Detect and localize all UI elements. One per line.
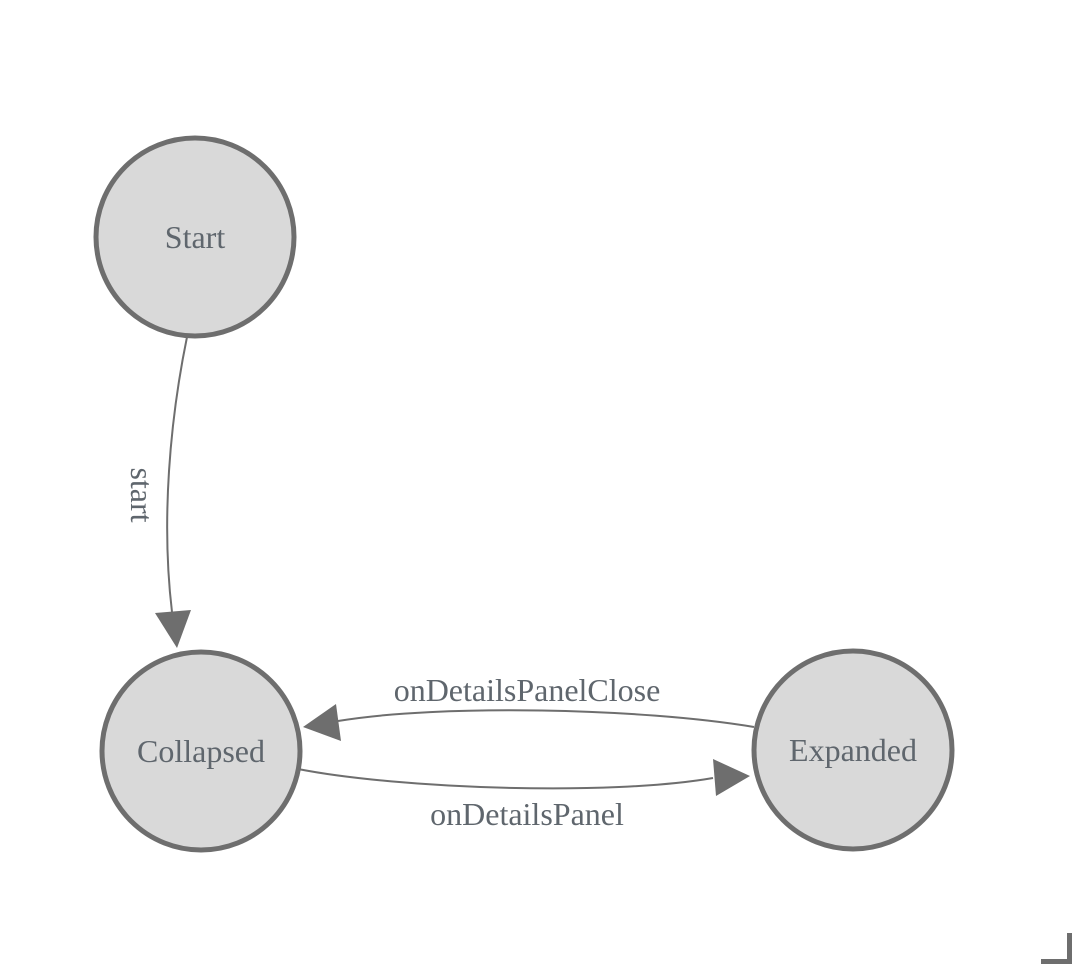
edge-label-start: start [124, 467, 160, 522]
state-node-expanded: Expanded [751, 648, 955, 852]
edge-start-to-collapsed-line [166, 336, 188, 613]
edge-expanded-to-collapsed-line [337, 709, 755, 728]
edge-label-on-details-panel-close: onDetailsPanelClose [394, 672, 661, 708]
edge-collapsed-to-expanded-line [297, 768, 714, 790]
edge-start-to-collapsed: start [124, 336, 191, 648]
state-node-collapsed-circle [99, 649, 303, 853]
state-node-expanded-circle [751, 648, 955, 852]
edge-collapsed-to-expanded: onDetailsPanel [297, 759, 750, 832]
state-node-start-circle [93, 135, 297, 339]
state-node-collapsed-label: Collapsed [137, 733, 265, 769]
edge-expanded-to-collapsed: onDetailsPanelClose [303, 672, 755, 741]
canvas-corner-mark-vertical [1067, 933, 1072, 964]
edge-label-on-details-panel: onDetailsPanel [430, 796, 624, 832]
canvas-corner-mark [1041, 933, 1072, 964]
edge-collapsed-to-expanded-arrowhead-icon [713, 759, 750, 796]
state-node-start: Start [93, 135, 297, 339]
edge-expanded-to-collapsed-arrowhead-icon [303, 704, 341, 741]
edge-start-to-collapsed-arrowhead-icon [155, 610, 191, 648]
state-node-expanded-label: Expanded [789, 732, 917, 768]
canvas-corner-mark-horizontal [1041, 959, 1072, 964]
state-node-start-label: Start [165, 219, 226, 255]
state-node-collapsed: Collapsed [99, 649, 303, 853]
